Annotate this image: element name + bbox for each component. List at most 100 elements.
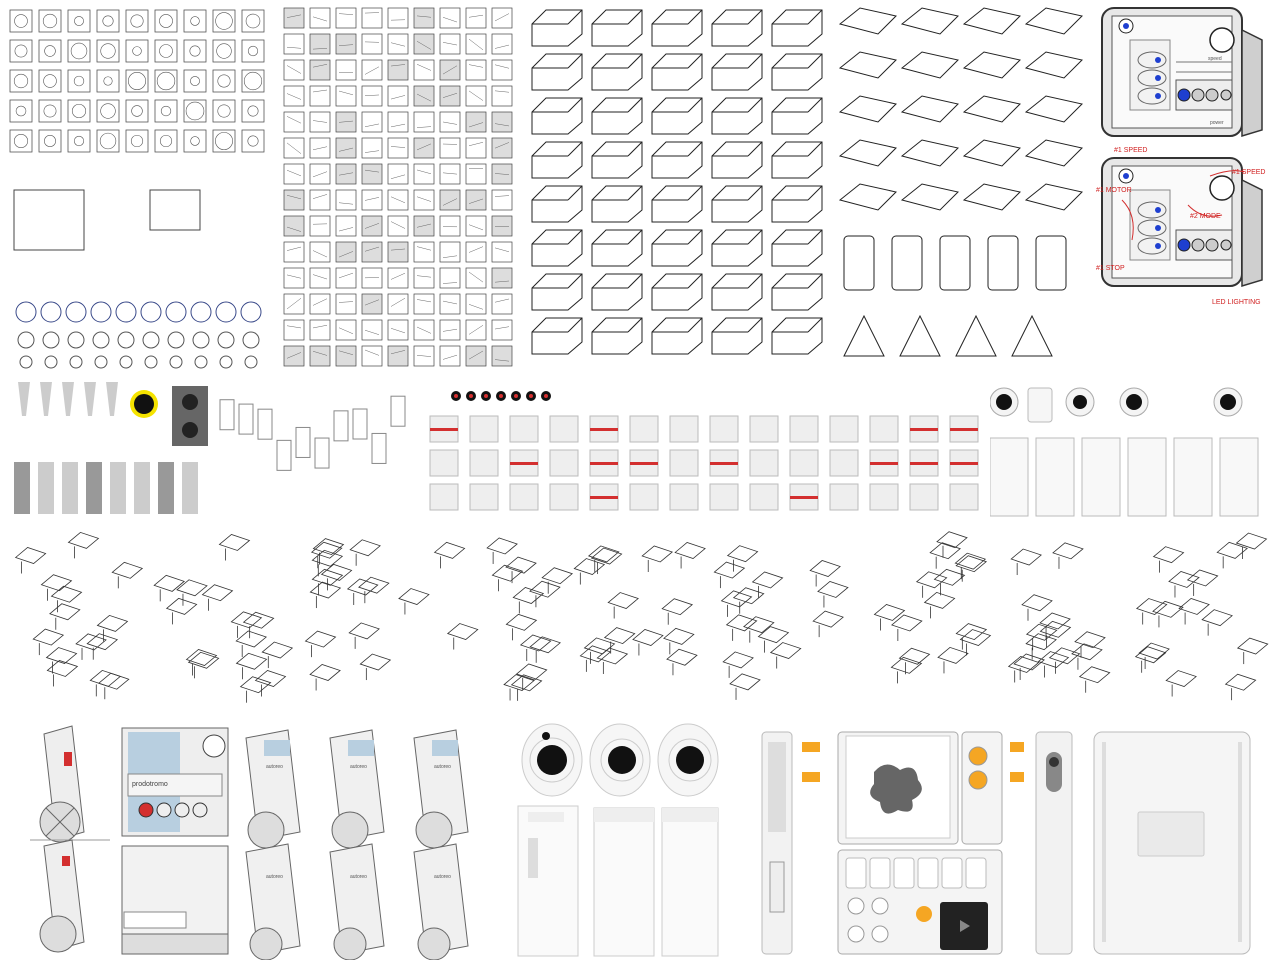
sketch-line — [442, 17, 458, 23]
sketch-box — [183, 9, 207, 33]
sketch-panel — [335, 345, 357, 367]
sketch-box — [38, 99, 62, 123]
desk-sketch — [915, 571, 948, 589]
sketch-panel — [387, 241, 409, 263]
sketch-panel — [439, 163, 461, 185]
sketch-line — [390, 350, 406, 355]
box-form — [711, 97, 763, 135]
grey-column — [86, 462, 102, 514]
sketch-panel — [335, 189, 357, 211]
box-form — [591, 97, 643, 135]
sketch-panel — [361, 111, 383, 133]
dial-label-top: speed — [1208, 56, 1222, 62]
speaker-driver — [182, 422, 198, 438]
sketch-dial — [140, 301, 162, 323]
sketch-panel — [387, 215, 409, 237]
tray-form — [838, 7, 897, 35]
front-view-device: prodotromo — [121, 727, 229, 837]
sketch-panel — [413, 267, 435, 289]
model-label-6: autoreo — [434, 874, 451, 880]
sketch-panel — [309, 7, 331, 29]
sketch-line — [390, 272, 406, 280]
desk-sketch — [1186, 569, 1219, 587]
module-block — [469, 415, 499, 443]
box-edge — [807, 229, 823, 245]
sketch-panel — [361, 241, 383, 263]
sketch-line — [494, 280, 510, 283]
desk-sketch — [359, 653, 392, 671]
sketch-gear — [44, 135, 56, 147]
desk-sketch — [873, 604, 906, 621]
desk-sketch — [1078, 666, 1111, 684]
desk-sketch — [512, 587, 545, 604]
sketch-box — [154, 39, 178, 63]
desk-sketch — [46, 659, 79, 677]
module-sketch — [219, 399, 235, 431]
annotation-mode: #2 MODE — [1190, 213, 1221, 220]
desk-sketch — [320, 563, 353, 581]
device-front-view-top: power speed — [1101, 7, 1263, 138]
box-edge — [687, 317, 703, 333]
desk-sketch — [346, 578, 379, 596]
sketch-knob — [149, 189, 201, 231]
sketch-panel — [413, 137, 435, 159]
module-accent — [590, 496, 618, 499]
sketch-panel — [491, 59, 513, 81]
sketch-line — [416, 196, 432, 202]
sketch-panel — [387, 189, 409, 211]
box-form — [771, 141, 823, 179]
sketch-panel — [439, 189, 461, 211]
desk-sketch — [890, 656, 923, 674]
brand-label: prodotromo — [132, 781, 168, 788]
annotation-speed: #1 SPEED — [1232, 169, 1265, 176]
sketch-line — [442, 172, 458, 175]
device-front-view-annotated — [1101, 157, 1263, 288]
sketch-box — [154, 129, 178, 153]
sketch-box — [183, 129, 207, 153]
sketch-panel — [309, 111, 331, 133]
module-accent — [510, 462, 538, 465]
box-edge — [807, 185, 823, 201]
box-form — [591, 9, 643, 47]
sketch-panel — [413, 85, 435, 107]
sketch-dial — [67, 331, 85, 349]
tray-stand — [939, 235, 971, 291]
box-form — [591, 317, 643, 355]
speaker-cone — [134, 394, 154, 414]
sketch-line — [390, 297, 406, 307]
sketch-dial — [17, 331, 35, 349]
sketch-panel — [309, 59, 331, 81]
module-sketch — [295, 426, 311, 458]
sketch-gear — [15, 105, 27, 117]
sketch-panel — [283, 111, 305, 133]
grey-column — [110, 462, 126, 514]
sketch-line — [494, 142, 510, 149]
desk-sketch — [1224, 673, 1257, 691]
desk-sketch — [1052, 542, 1084, 560]
sketch-panel — [439, 85, 461, 107]
sketch-line — [286, 65, 302, 74]
desk-sketch — [486, 537, 518, 555]
speaker-dome-3 — [657, 723, 719, 797]
tray-form — [838, 95, 897, 123]
desk-sketch — [898, 647, 931, 665]
desk-sketch — [726, 545, 759, 563]
desk-sketch — [1071, 643, 1103, 661]
box-edge — [627, 53, 643, 69]
sketch-line — [416, 299, 432, 303]
desk-sketch — [720, 590, 753, 608]
sketch-panel — [439, 267, 461, 289]
desk-sketch — [1152, 546, 1185, 564]
tray-form — [838, 183, 897, 211]
panel-device-front-rendering: power speed #1 SPEED #1 SPEED #1 MOTOR #… — [1092, 0, 1280, 372]
module-block — [669, 415, 699, 443]
tray-form — [962, 183, 1021, 211]
sketch-gear — [14, 14, 28, 28]
desk-sketch — [529, 580, 561, 598]
sketch-box — [38, 69, 62, 93]
tray-form — [900, 139, 959, 167]
desk-sketch — [769, 642, 802, 659]
desk-sketch — [923, 591, 956, 609]
sketch-dial — [94, 355, 108, 369]
sketch-panel — [465, 267, 487, 289]
